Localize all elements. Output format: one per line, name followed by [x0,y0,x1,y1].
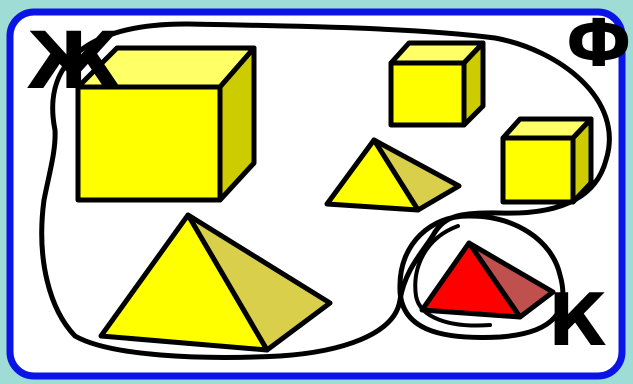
label-zh: Ж [26,17,121,107]
small-yellow-cube [391,43,483,125]
medium-yellow-cube [503,119,591,202]
label-k: К [548,278,607,362]
label-f: Ф [566,5,631,82]
